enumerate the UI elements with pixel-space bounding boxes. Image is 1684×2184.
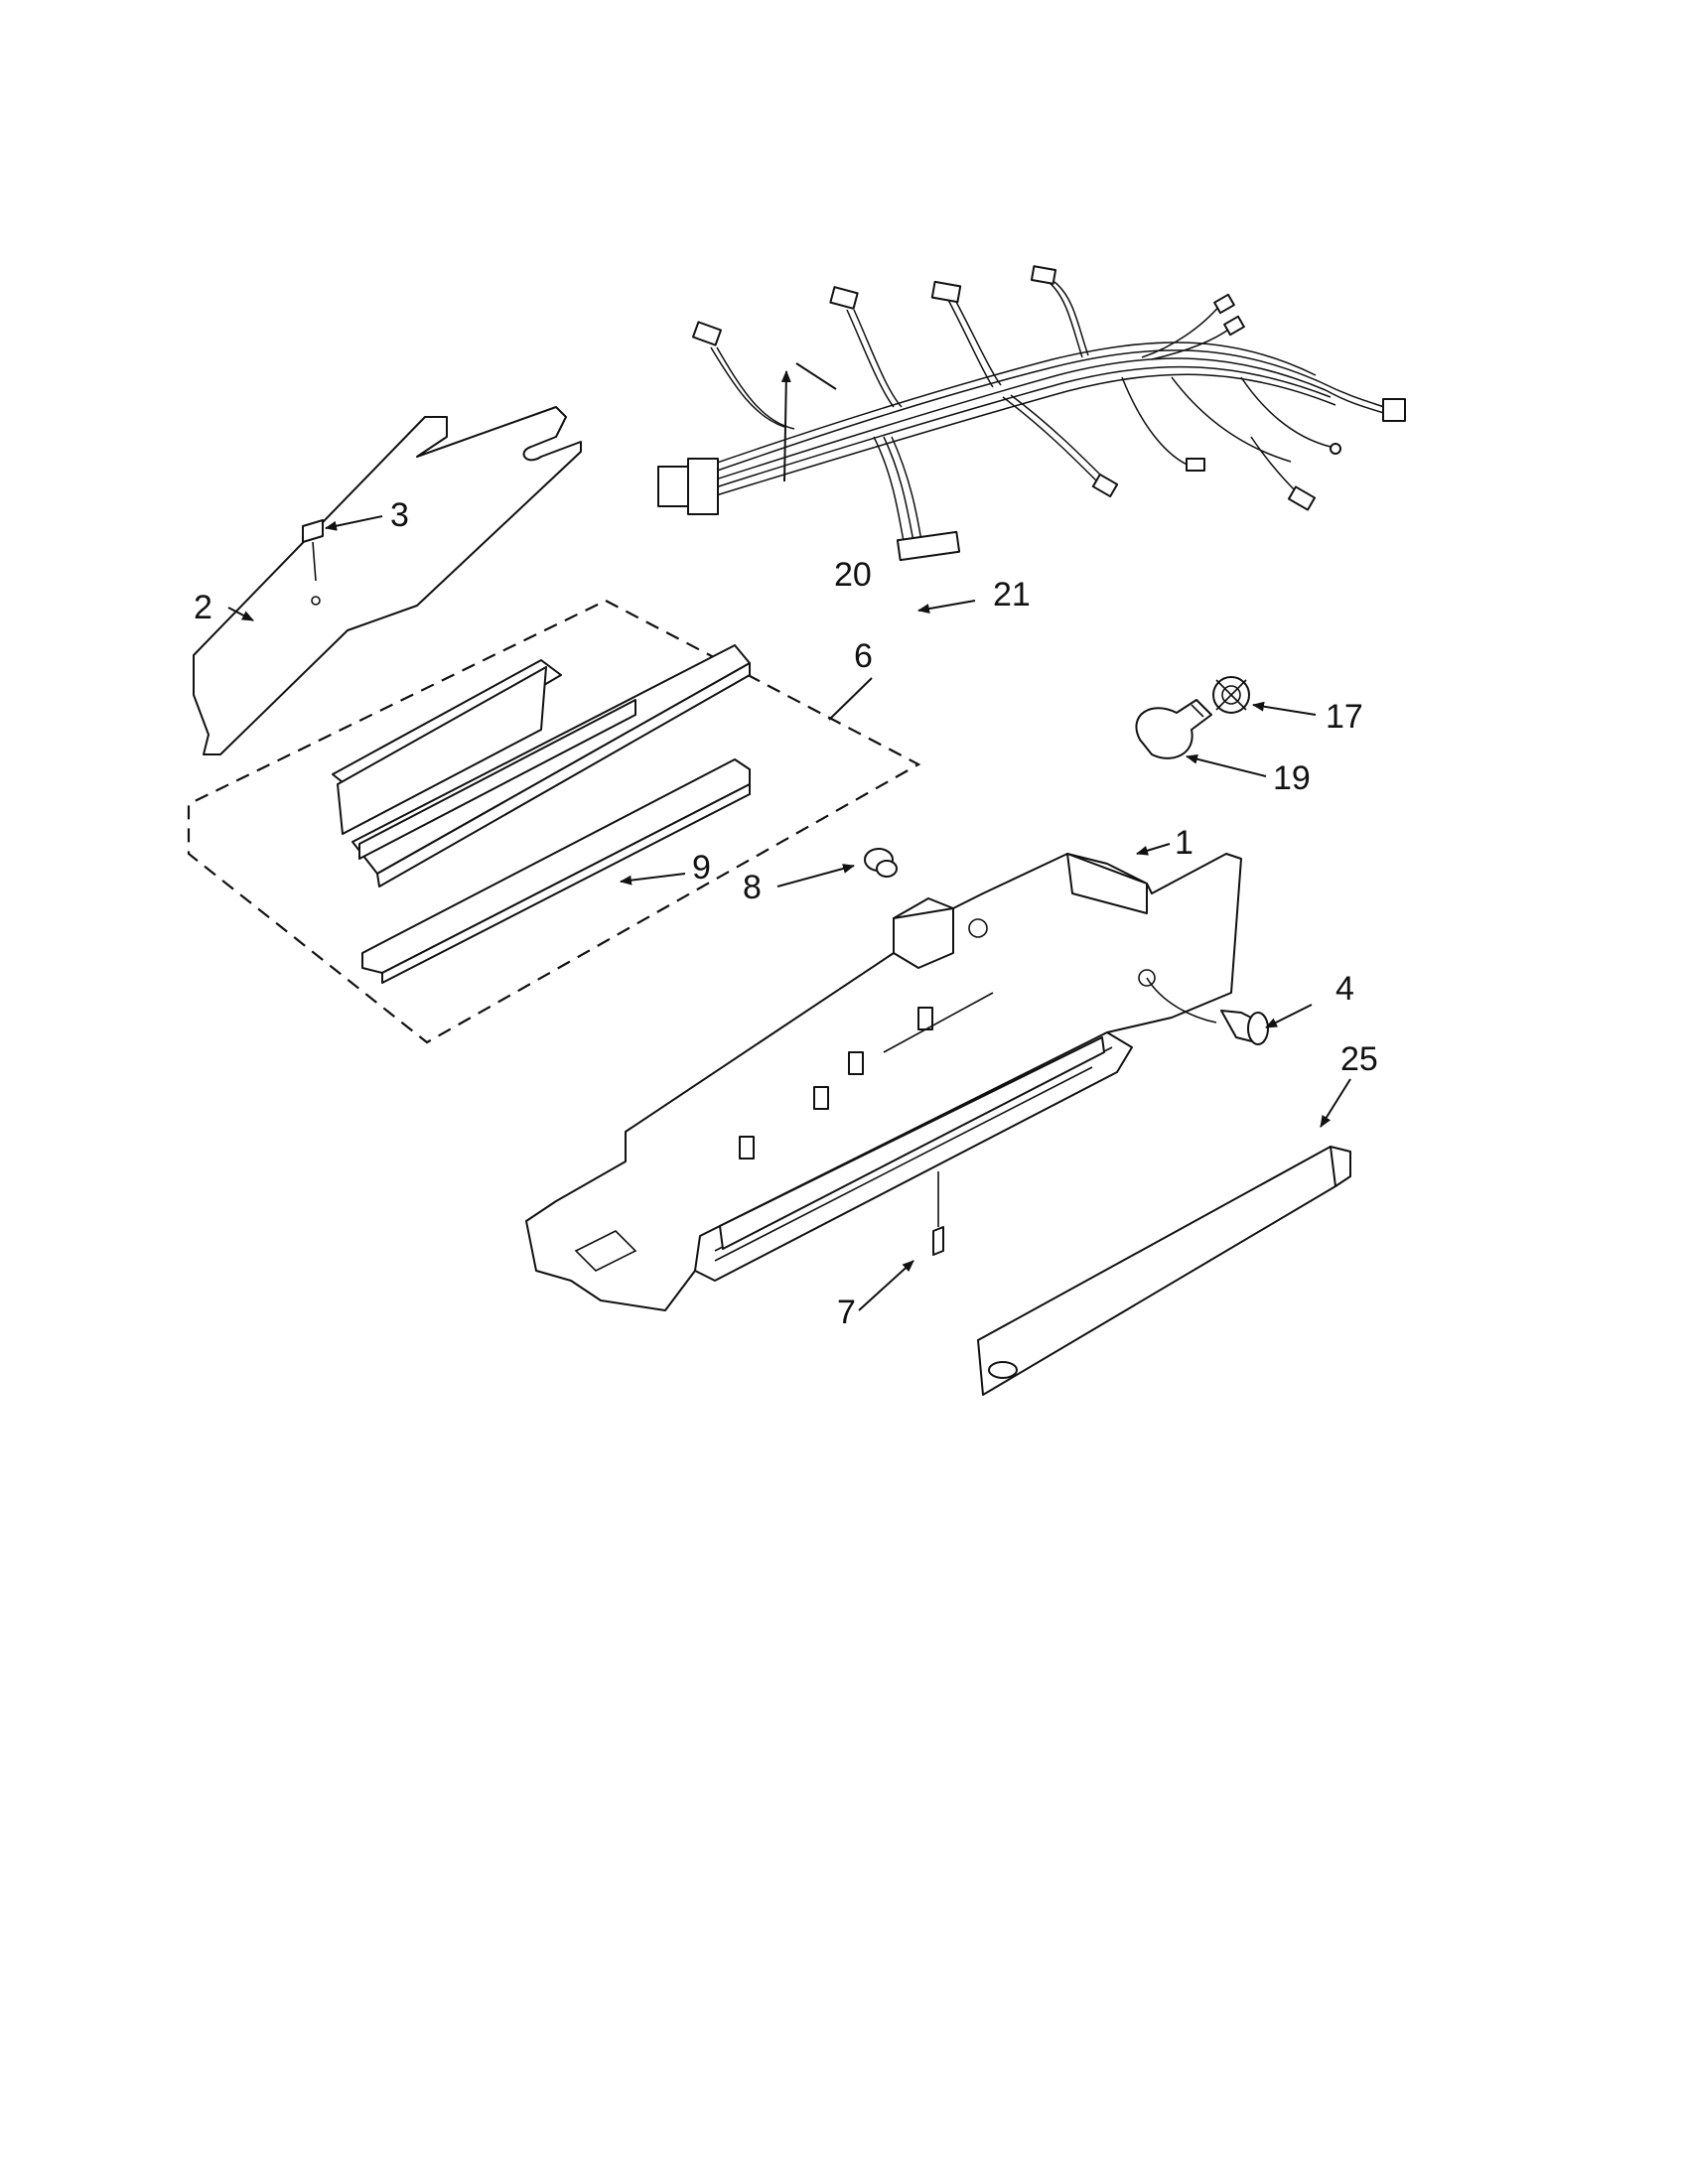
callout-2: 2: [194, 589, 212, 626]
callout-4: 4: [1335, 970, 1354, 1008]
snap-plug: [864, 848, 898, 878]
callout-20: 20: [834, 556, 872, 594]
callout-6: 6: [854, 637, 873, 675]
callout-7: 7: [837, 1294, 856, 1331]
light-bulb: [1135, 699, 1212, 759]
screw: [932, 1171, 944, 1256]
wiring-harness: [657, 265, 1406, 562]
callout-21: 21: [993, 576, 1031, 614]
bulb-holder: [1212, 676, 1250, 714]
callout-25: 25: [1340, 1040, 1378, 1078]
callout-labels: 1 2 3 4 6 7 8 9 17 19 20 21 25: [194, 496, 1378, 1331]
callout-8: 8: [743, 869, 762, 906]
callout-9: 9: [692, 849, 711, 887]
leader-lines: [227, 362, 1351, 1311]
callout-3: 3: [390, 496, 409, 534]
callout-19: 19: [1273, 759, 1311, 797]
shield-plate: [193, 406, 582, 755]
control-board: [332, 644, 751, 887]
callout-17: 17: [1326, 698, 1363, 736]
control-overlay: [977, 1146, 1351, 1396]
screw: [302, 519, 324, 582]
interface-board: [361, 758, 751, 984]
lamp-socket: [1220, 1010, 1269, 1045]
callout-1: 1: [1175, 824, 1193, 862]
board-kit-outline: [187, 599, 921, 1044]
control-housing: [525, 853, 1242, 1311]
